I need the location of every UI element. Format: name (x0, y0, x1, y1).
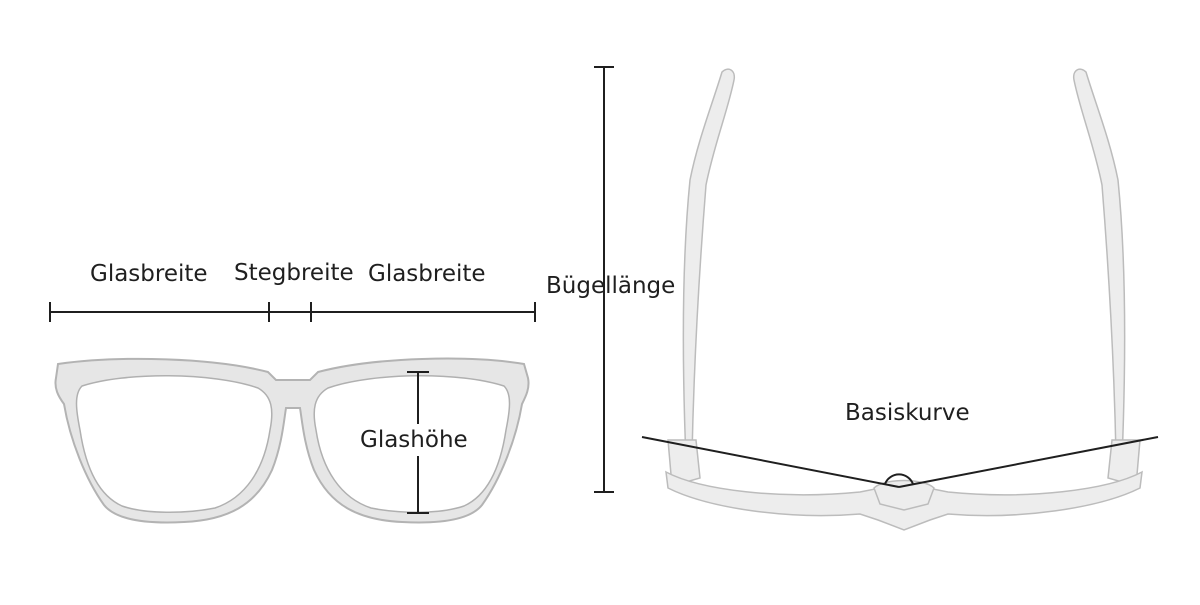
label-lens-height: Glashöhe (360, 427, 468, 453)
label-lens-width-right: Glasbreite (368, 261, 486, 287)
temple-length-measure-line (594, 66, 614, 493)
base-curve-angle-arc (884, 473, 914, 485)
front-lens-right (313, 375, 511, 513)
base-curve-lines (641, 436, 1159, 488)
hinge-left (667, 439, 701, 487)
top-view-glasses (665, 68, 1143, 531)
label-base-curve: Basiskurve (845, 400, 970, 426)
width-measure-line (49, 302, 536, 322)
label-lens-width-left: Glasbreite (90, 261, 208, 287)
label-temple-length: Bügellänge (546, 273, 675, 299)
label-bridge-width: Stegbreite (234, 260, 354, 286)
lens-height-measure-line (407, 371, 429, 514)
temple-arm-left (682, 68, 736, 462)
front-view-glasses (54, 357, 530, 524)
front-lens-left (75, 375, 273, 513)
temple-arm-right (1072, 68, 1126, 462)
